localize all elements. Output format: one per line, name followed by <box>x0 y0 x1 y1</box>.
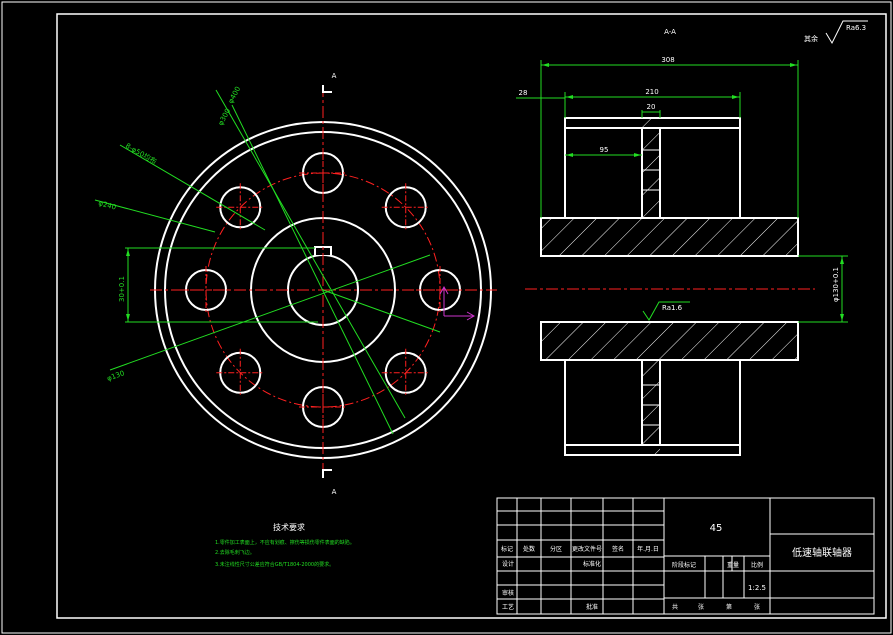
tech-req-item: 1.零件加工表面上，不应有划痕、擦伤等损伤零件表面的缺陷。 <box>215 539 355 546</box>
dim-bore: φ130+0.1 <box>832 267 840 302</box>
section-cut-top <box>322 85 332 93</box>
section-dimension-lines <box>516 60 848 323</box>
dim-flange-width: 20 <box>647 103 656 111</box>
dim-bore-diameter: φ130 <box>106 369 126 383</box>
label-standardize: 标准化 <box>583 560 601 568</box>
header-zone: 分区 <box>550 545 562 553</box>
tech-req-title: 技术要求 <box>273 522 305 532</box>
label-sheet-zhang2: 张 <box>754 603 760 611</box>
hatch-upper <box>540 217 799 257</box>
hatch-web-top <box>642 118 660 218</box>
dim-total-length: 308 <box>661 56 674 64</box>
hatch-web-bottom <box>642 360 660 455</box>
tech-requirements: 技术要求 1.零件加工表面上，不应有划痕、擦伤等损伤零件表面的缺陷。 2.去除毛… <box>215 522 355 568</box>
label-review: 审核 <box>502 589 514 597</box>
header-date: 年.月.日 <box>637 545 659 553</box>
dim-hub-length: 210 <box>645 88 658 96</box>
material: 45 <box>710 523 723 534</box>
title-block <box>496 497 875 615</box>
inner-frame <box>56 13 887 619</box>
label-scale: 比例 <box>751 561 763 569</box>
dim-pitch-diameter: φ240 <box>97 199 116 211</box>
tech-req-item: 3.未注线性尺寸公差应符合GB/T1804-2000的要求。 <box>215 561 334 568</box>
section-mark-top: A <box>332 72 337 80</box>
title-block-text: 45 低速轴联轴器 标记 处数 分区 更改文件号 签名 年.月.日 设计 标准化… <box>501 523 852 611</box>
dim-outer-diameter: φ400 <box>227 85 243 105</box>
section-outlines <box>541 117 798 456</box>
hatch-lower <box>540 321 799 361</box>
label-stage-mark: 阶段标记 <box>672 561 696 569</box>
label-sheet-zhang: 张 <box>698 603 704 611</box>
roughness-other-symbol <box>825 20 868 45</box>
section-mark-bottom: A <box>332 488 337 496</box>
dim-hub-half: 95 <box>600 146 609 154</box>
label-process: 工艺 <box>502 603 514 611</box>
label-approve: 批准 <box>586 603 598 611</box>
label-design: 设计 <box>502 560 514 568</box>
label-sheet-no: 第 <box>726 603 732 611</box>
label-weight: 重量 <box>727 561 739 569</box>
web-marks <box>643 149 659 426</box>
section-view-title: A-A <box>664 28 676 36</box>
dim-bolt-holes: 8-φ50均布 <box>124 141 158 166</box>
section-dimension-arrows <box>542 63 844 321</box>
section-view: A-A 其余 Ra6.3 <box>516 20 868 456</box>
front-view: A A φ400 φ300 8-φ50均布 φ240 φ130 30+0.1 <box>94 72 497 496</box>
header-count: 处数 <box>523 545 535 553</box>
dim-flange-inset: 28 <box>519 89 528 97</box>
header-mark: 标记 <box>501 545 513 553</box>
header-change-doc: 更改文件号 <box>572 545 602 553</box>
front-dimension-lines <box>94 89 441 435</box>
roughness-bore: Ra1.6 <box>662 304 683 312</box>
scale-value: 1:2.5 <box>748 584 766 592</box>
part-name: 低速轴联轴器 <box>792 546 852 559</box>
label-sheets-total: 共 <box>672 603 678 611</box>
section-cut-bottom <box>322 469 332 478</box>
dim-keyway: 30+0.1 <box>118 276 126 302</box>
tech-req-item: 2.去除毛刺飞边。 <box>215 549 255 556</box>
roughness-other-label: 其余 <box>804 34 818 43</box>
roughness-other-value: Ra6.3 <box>846 24 866 32</box>
dim-hub-diameter: φ300 <box>217 107 233 127</box>
ucs-icon <box>439 285 476 321</box>
header-signature: 签名 <box>612 545 624 553</box>
